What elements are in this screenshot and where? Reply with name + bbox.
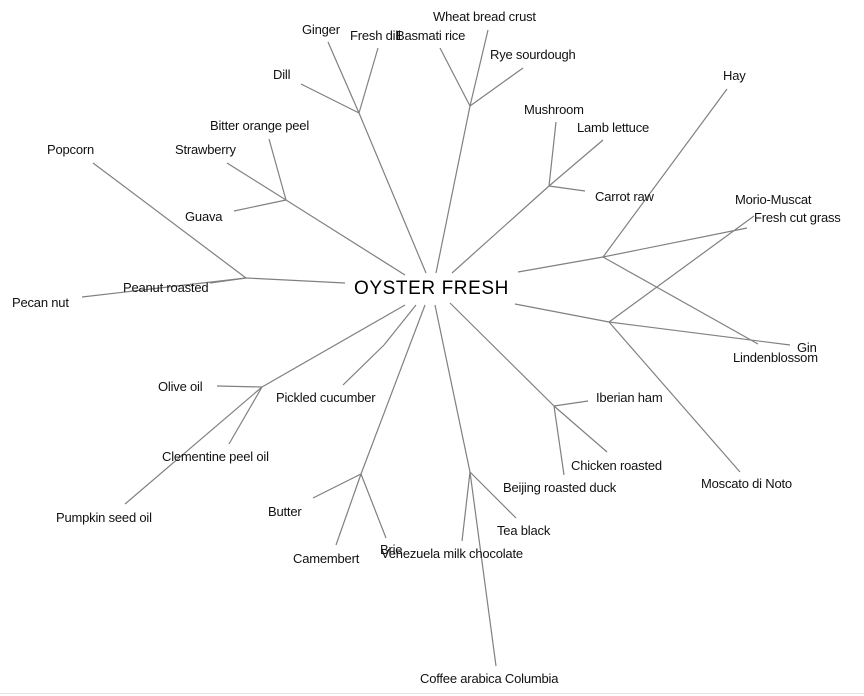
edge-basmati-rice [439,47,471,107]
leaf-label-popcorn: Popcorn [47,142,94,157]
leaf-label-venezuela-milk-chocolate: Venezuela milk chocolate [381,546,523,561]
edge-pumpkin-seed-oil [124,386,263,505]
leaf-label-guava: Guava [185,209,223,224]
leaf-label-olive-oil: Olive oil [158,379,203,394]
edge-brie [360,473,387,539]
edge-root-to-b-meat [449,302,555,407]
leaf-label-strawberry: Strawberry [175,142,237,157]
leaf-label-basmati-rice: Basmati rice [396,28,465,43]
frame-border [0,693,864,694]
edge-guava [233,199,287,212]
leaf-label-ginger: Ginger [302,22,341,37]
edge-chicken-roasted [553,405,608,453]
edge-tea-black [469,471,517,519]
edge-butter [312,473,362,499]
leaf-label-lindenblossom: Lindenblossom [733,350,818,365]
leaf-label-mushroom: Mushroom [524,102,584,117]
edge-popcorn [92,162,247,279]
edge-olive-oil [216,385,263,388]
leaf-label-fresh-dill: Fresh dill [350,28,401,43]
leaf-label-coffee-arabica-columbia: Coffee arabica Columbia [420,671,559,686]
leaf-label-tea-black: Tea black [497,523,551,538]
edge-iberian-ham [553,400,589,407]
edge-strawberry [226,162,287,201]
leaf-label-iberian-ham: Iberian ham [596,390,662,405]
edge-moscato-di-noto [608,321,741,473]
edge-lamb-lettuce [548,139,604,187]
leaf-label-beijing-roasted-duck: Beijing roasted duck [503,480,617,495]
root-node-label: OYSTER FRESH [354,278,509,299]
edge-root-to-b-choc [434,304,471,473]
edge-root-to-b-pickle [383,304,417,346]
leaf-label-camembert: Camembert [293,551,360,566]
edge-morio-muscat [602,227,748,258]
leaf-label-pumpkin-seed-oil: Pumpkin seed oil [56,510,152,525]
edge-pickled-cucumber [342,344,385,386]
edge-hay [602,88,728,258]
leaf-label-clementine-peel-oil: Clementine peel oil [162,449,269,464]
edge-rye-sourdough [469,67,524,107]
edge-root-to-b-dairy [360,304,426,475]
leaf-label-morio-muscat: Morio-Muscat [735,192,812,207]
leaf-label-carrot-raw: Carrot raw [595,189,654,204]
edge-dill [300,83,360,114]
edge-venezuela-milk-chocolate [461,471,471,542]
leaf-label-rye-sourdough: Rye sourdough [490,47,576,62]
edge-ginger [327,41,360,114]
leaf-label-dill: Dill [273,67,291,82]
leaf-label-moscato-di-noto: Moscato di Noto [701,476,792,491]
edge-mushroom [548,121,557,187]
leaf-label-lamb-lettuce: Lamb lettuce [577,120,649,135]
leaf-label-gin: Gin [797,340,817,355]
leaf-label-chicken-roasted: Chicken roasted [571,458,662,473]
edge-gin [608,321,791,346]
edge-root-to-b-herb [358,112,427,274]
edge-fresh-cut-grass [608,215,755,323]
edge-root-to-b-wine2 [514,303,610,323]
leaf-label-wheat-bread-crust: Wheat bread crust [433,9,536,24]
edge-fresh-dill [358,47,379,114]
edge-clementine-peel-oil [228,386,263,445]
leaf-label-pickled-cucumber: Pickled cucumber [276,390,376,405]
edge-wheat-bread-crust [469,29,489,107]
edge-beijing-roasted-duck [553,405,565,476]
edge-carrot-raw [548,185,586,192]
edge-lindenblossom [602,256,759,345]
edge-root-to-b-grain [435,105,471,274]
leaf-label-butter: Butter [268,504,302,519]
edge-pecan-nut [81,277,247,298]
edge-camembert [335,473,362,546]
edge-root-to-b-wine1 [517,256,604,273]
edge-bitter-orange-peel [268,138,287,201]
leaf-label-brie: Brie [380,542,402,557]
edge-root-to-b-oil [261,304,406,388]
edges-layer [81,29,791,667]
leaf-label-hay: Hay [723,68,746,83]
leaf-label-peanut-roasted: Peanut roasted [123,280,208,295]
edge-coffee-arabica-columbia [469,471,497,667]
leaf-label-pecan-nut: Pecan nut [12,295,69,310]
edge-root-to-b-fruit [285,199,406,276]
leaf-label-fresh-cut-grass: Fresh cut grass [754,210,841,225]
edge-root-to-b-nut [245,277,346,284]
edge-root-to-b-veg [451,185,550,274]
leaf-label-bitter-orange-peel: Bitter orange peel [210,118,309,133]
